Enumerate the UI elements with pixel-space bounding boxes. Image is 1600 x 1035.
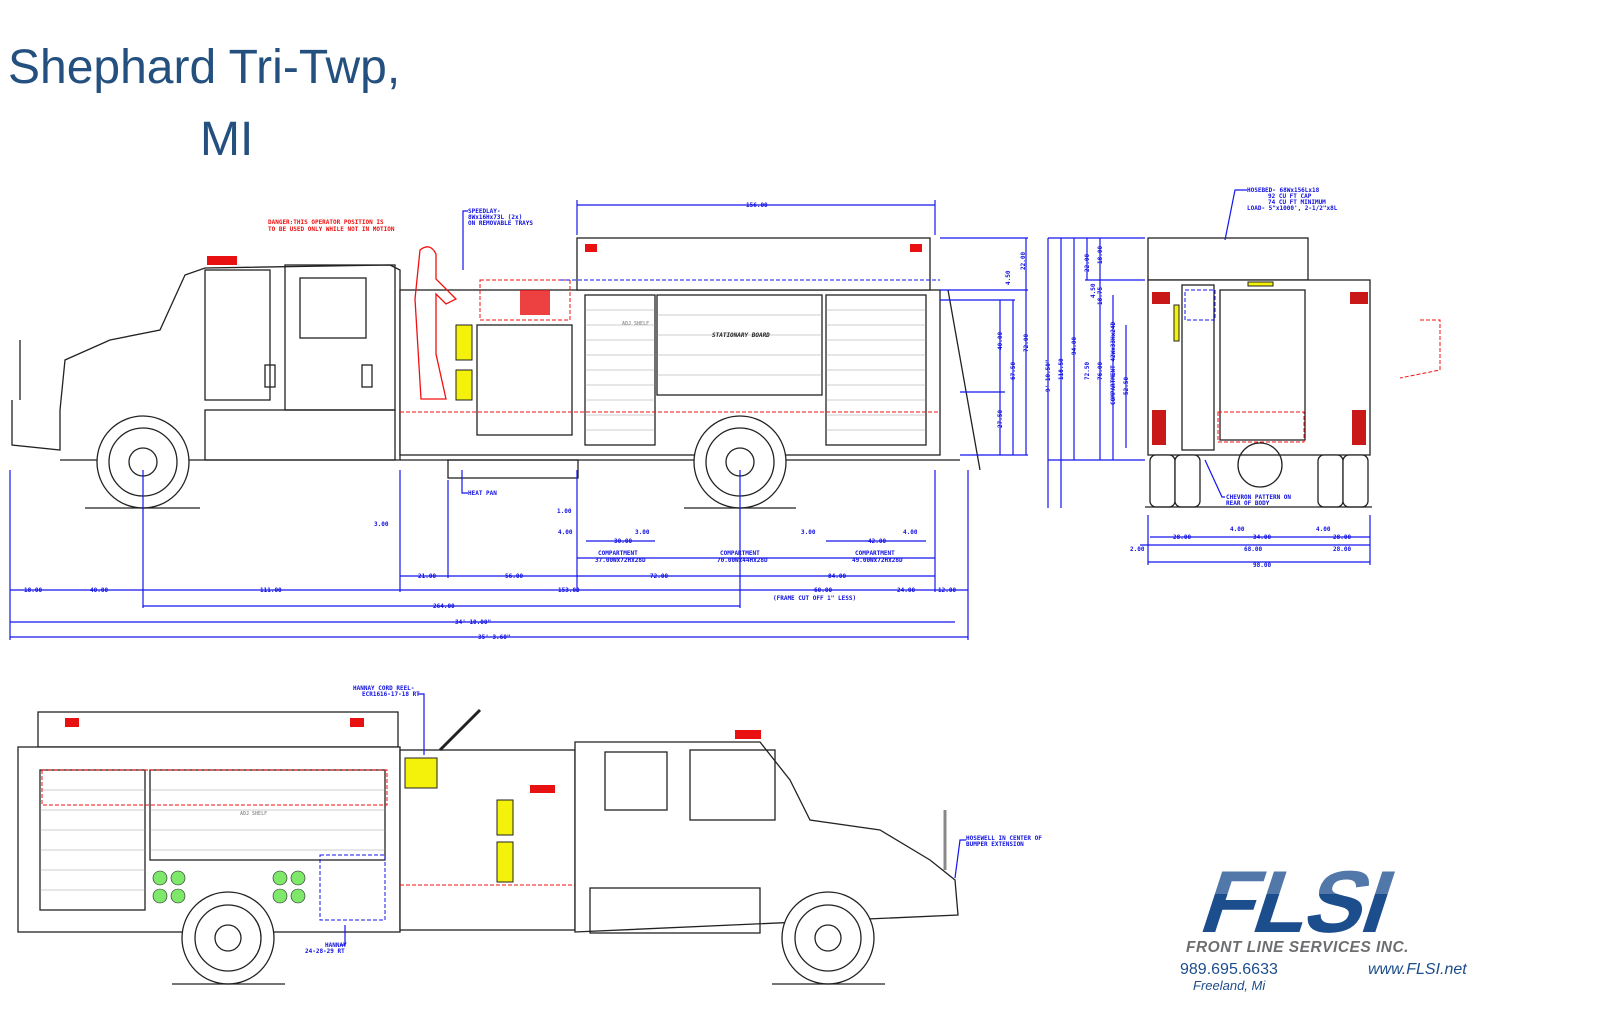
dim-label: 28.00 [1333, 546, 1351, 553]
dim-label: 12.00 [938, 587, 956, 594]
danger-note-line2: TO BE USED ONLY WHILE NOT IN MOTION [268, 226, 395, 233]
dim-label: 60.00 [814, 587, 832, 594]
logo-phone: 989.695.6633 [1180, 961, 1278, 978]
dim-label: 2.00 [1130, 546, 1145, 553]
compartment-size: 49.00Wx72Hx28D [852, 557, 903, 564]
dim-label: 18.75 [1097, 287, 1104, 305]
dim-label: 21.00 [418, 573, 436, 580]
hosebed-note: 74 CU FT MINIMUM [1268, 199, 1326, 206]
rear-compartment-label: COMPARTMENT 42Wx33Hx24D [1110, 322, 1117, 405]
dim-label: 67.50 [1010, 362, 1017, 380]
hosewell-note: HOSEWELL IN CENTER OF [966, 835, 1042, 842]
dim-label: 3.00 [374, 521, 389, 528]
dim-label: 9'-10.50" [1045, 359, 1052, 392]
dim-label: 4.00 [558, 529, 573, 536]
compartment-label: COMPARTMENT [855, 550, 895, 557]
dim-label: 4.00 [1316, 526, 1331, 533]
dim-label: 4.50 [1090, 283, 1097, 298]
dim-label: 22.00 [1084, 254, 1091, 272]
dim-label: 4.50 [1005, 270, 1012, 285]
side-view-passenger-notes: HANNAY CORD REEL- ECR1616-17-18 RT HANNA… [305, 685, 1042, 955]
dim-label: 84.00 [828, 573, 846, 580]
speedlay-note-line1: SPEEDLAY- [468, 208, 501, 215]
speedlay-note-line2: 8Wx16Hx73L (2x) [468, 214, 522, 221]
dim-label: 35'-3.60" [478, 634, 511, 641]
hosebed-note: HOSEBED- 68Wx156Lx18 [1247, 187, 1320, 194]
dim-label: 22.00 [1020, 252, 1027, 270]
dim-label: 52.50 [1123, 377, 1130, 395]
dim-label: 98.00 [1253, 562, 1271, 569]
hosebed-note: 92 CU FT CAP [1268, 193, 1312, 200]
dim-label: 4.00 [903, 529, 918, 536]
frame-cut-note: (FRAME CUT OFF 1" LESS) [773, 595, 856, 602]
dim-label: 24.00 [897, 587, 915, 594]
hannay-note: 24-28-29 RT [305, 948, 345, 955]
page-title-line1: Shephard Tri-Twp, [8, 41, 401, 94]
adj-shelf-label: ADJ SHELF [622, 321, 649, 327]
dim-label: 42.00 [868, 538, 886, 545]
compartment-size: 70.00Wx44Hx28D [717, 557, 768, 564]
page-title-line2: MI [200, 113, 254, 166]
adj-shelf-label: ADJ SHELF [240, 811, 267, 817]
dim-label: 30.00 [614, 538, 632, 545]
dim-label: 72.00 [1023, 334, 1030, 352]
dim-label: 76.00 [1097, 362, 1104, 380]
heat-pan-note: HEAT PAN [468, 490, 497, 497]
dim-label: 4.00 [1230, 526, 1245, 533]
chevron-note: REAR OF BODY [1226, 500, 1270, 507]
danger-note-line1: DANGER:THIS OPERATOR POSITION IS [268, 219, 384, 226]
dim-label: 111.00 [260, 587, 282, 594]
dim-label: 18.00 [24, 587, 42, 594]
dim-label: 27.50 [997, 410, 1004, 428]
dim-label: 264.00 [433, 603, 455, 610]
compartment-label: COMPARTMENT [598, 550, 638, 557]
dim-label: 18.00 [1097, 246, 1104, 264]
side-view-passenger: ADJ SHELF [17, 708, 959, 985]
dim-label: 94.00 [1071, 337, 1078, 355]
dim-label: 28.00 [1333, 534, 1351, 541]
chevron-note: CHEVRON PATTERN ON [1226, 494, 1291, 501]
rear-view-notes: HOSEBED- 68Wx156Lx18 92 CU FT CAP 74 CU … [1204, 187, 1338, 507]
dim-label: 118.50 [1058, 358, 1065, 380]
hannay-reel-note: HANNAY CORD REEL- [353, 685, 414, 692]
compartment-size: 37.00Wx72Hx28D [595, 557, 646, 564]
stationary-board-label: STATIONARY BOARD [712, 332, 770, 339]
dim-label: 156.00 [746, 202, 768, 209]
dim-label: 3.00 [801, 529, 816, 536]
rear-view-dimensions: 9'-10.50" 118.50 94.00 22.00 4.50 72.50 … [1045, 237, 1371, 569]
side-view-dimensions: 156.00 18.00 40.00 111.00 153.00 60.00 2… [9, 200, 1030, 641]
dim-label: 56.00 [505, 573, 523, 580]
hannay-reel-note: ECR1616-17-18 RT [362, 691, 420, 698]
dim-label: 40.00 [90, 587, 108, 594]
dim-label: 1.00 [557, 508, 572, 515]
rear-view [1145, 237, 1441, 508]
dim-label: 68.00 [1244, 546, 1262, 553]
hannay-note: HANNAY [325, 942, 347, 949]
dim-label: 40.00 [997, 332, 1004, 350]
flsi-logo: FLSI FRONT LINE SERVICES INC. 989.695.66… [1180, 853, 1505, 993]
dim-label: 153.00 [558, 587, 580, 594]
dim-label: 34'-10.00" [455, 619, 491, 626]
speedlay-note-line3: ON REMOVABLE TRAYS [468, 220, 533, 227]
dim-label: 34.00 [1253, 534, 1271, 541]
dim-label: 72.50 [1084, 362, 1091, 380]
logo-company: FRONT LINE SERVICES INC. [1186, 939, 1409, 956]
logo-location: Freeland, Mi [1193, 978, 1266, 993]
dim-label: 3.00 [635, 529, 650, 536]
dim-label: 72.00 [650, 573, 668, 580]
compartment-label: COMPARTMENT [720, 550, 760, 557]
hosebed-note: LOAD- 5"x1000', 2-1/2"x8L [1247, 205, 1338, 212]
side-view-officer: STATIONARY BOARD ADJ SHELF [11, 237, 981, 509]
logo-website: www.FLSI.net [1368, 961, 1467, 978]
side-view-notes: DANGER:THIS OPERATOR POSITION IS TO BE U… [268, 208, 533, 497]
dim-label: 28.00 [1173, 534, 1191, 541]
hosewell-note: BUMPER EXTENSION [966, 841, 1024, 848]
